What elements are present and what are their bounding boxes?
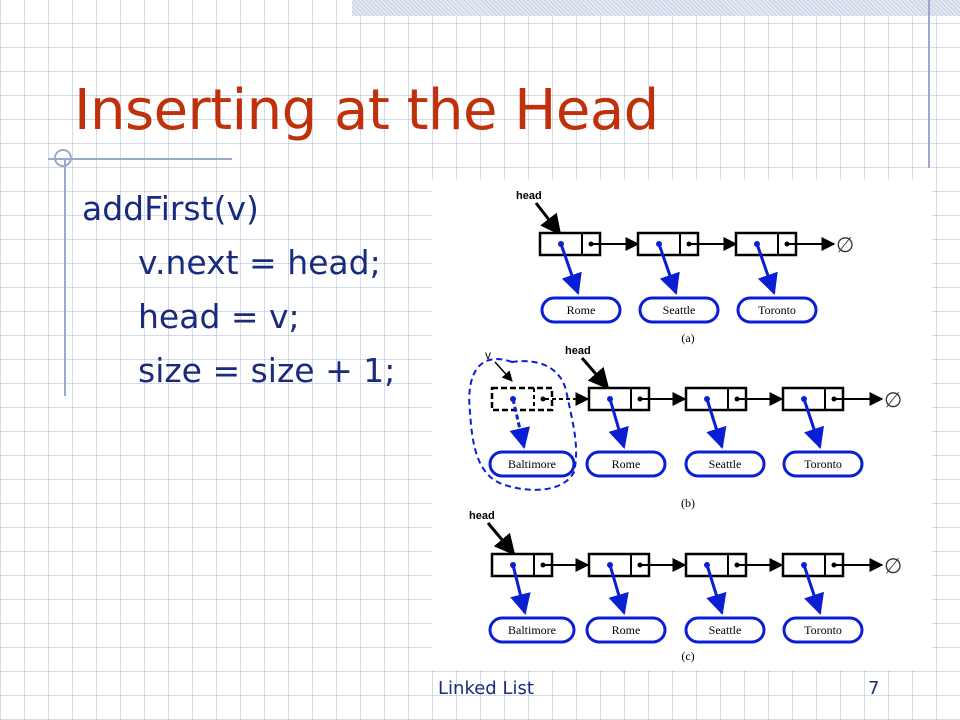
footer-title: Linked List — [438, 678, 534, 699]
list-node — [636, 231, 700, 257]
title-underline — [48, 158, 232, 160]
head-label: head — [516, 190, 542, 202]
panel-a: head ∅ — [516, 190, 854, 345]
element-pointer-arrow — [802, 564, 824, 615]
code-line-3: head = v; — [138, 297, 300, 336]
element-label: Seattle — [663, 303, 696, 317]
list-node — [781, 386, 845, 412]
title-ornament-circle — [54, 149, 72, 167]
element-pointer-arrow — [657, 243, 680, 295]
head-pointer-arrow — [534, 202, 562, 236]
code-line-2: v.next = head; — [138, 243, 381, 282]
element-label: Rome — [567, 303, 596, 317]
element-pointer-arrow — [755, 243, 778, 295]
page-number: 7 — [868, 678, 880, 699]
null-symbol: ∅ — [884, 388, 902, 412]
element-pointer-arrow — [608, 564, 629, 616]
right-decorative-line — [928, 0, 930, 168]
head-label: head — [469, 510, 495, 522]
new-node-label: v — [485, 348, 491, 362]
element-pointer-arrow — [705, 398, 727, 450]
diagram-svg: head ∅ — [468, 190, 902, 663]
list-node — [587, 386, 651, 412]
element-pointer-arrow — [510, 564, 531, 616]
element-label: Seattle — [709, 623, 742, 637]
element-box — [782, 450, 864, 478]
element-box — [638, 296, 720, 324]
slide-title: Inserting at the Head — [74, 78, 659, 143]
list-node — [781, 552, 845, 578]
new-element-pointer-arrow — [509, 398, 531, 450]
linked-list-diagram: head ∅ — [432, 180, 932, 670]
list-node — [684, 552, 748, 578]
element-label: Toronto — [804, 623, 842, 637]
element-pointer-arrow — [705, 564, 727, 616]
element-label: Baltimore — [508, 623, 556, 637]
head-label: head — [565, 345, 591, 357]
panel-label: (c) — [681, 649, 694, 663]
panel-b: v head — [468, 345, 902, 510]
new-node-pointer-arrow — [494, 361, 513, 382]
code-line-4: size = size + 1; — [138, 351, 396, 390]
list-node — [490, 552, 554, 578]
element-label: Rome — [612, 457, 641, 471]
code-line-1: addFirst(v) — [82, 189, 259, 228]
element-box — [585, 450, 667, 478]
list-node — [734, 231, 798, 257]
panel-label: (a) — [681, 331, 694, 345]
list-node — [684, 386, 748, 412]
element-pointer-arrow — [608, 398, 629, 450]
head-pointer-arrow — [486, 522, 516, 556]
new-node-dashed-outline — [468, 358, 578, 491]
null-symbol: ∅ — [836, 233, 854, 257]
element-label: Rome — [612, 623, 641, 637]
element-box — [684, 450, 766, 478]
code-block: addFirst(v) v.next = head; head = v; siz… — [82, 182, 395, 398]
list-node — [587, 552, 651, 578]
element-pointer-arrow — [802, 398, 824, 449]
element-box — [540, 296, 622, 324]
list-node — [538, 231, 602, 257]
panel-label: (b) — [681, 496, 695, 510]
new-list-node — [490, 386, 554, 412]
element-box — [782, 616, 864, 644]
head-pointer-arrow — [580, 357, 610, 390]
element-label: Seattle — [709, 457, 742, 471]
element-box — [736, 296, 818, 324]
element-box — [585, 616, 667, 644]
element-box — [488, 450, 576, 478]
element-label: Toronto — [804, 457, 842, 471]
left-decorative-line — [64, 160, 66, 396]
null-symbol: ∅ — [884, 554, 902, 578]
element-box — [684, 616, 766, 644]
element-label: Toronto — [758, 303, 796, 317]
element-pointer-arrow — [559, 243, 582, 295]
element-label: Baltimore — [508, 457, 556, 471]
element-box — [488, 616, 576, 644]
top-decorative-band — [352, 0, 960, 16]
panel-c: head — [469, 510, 902, 663]
